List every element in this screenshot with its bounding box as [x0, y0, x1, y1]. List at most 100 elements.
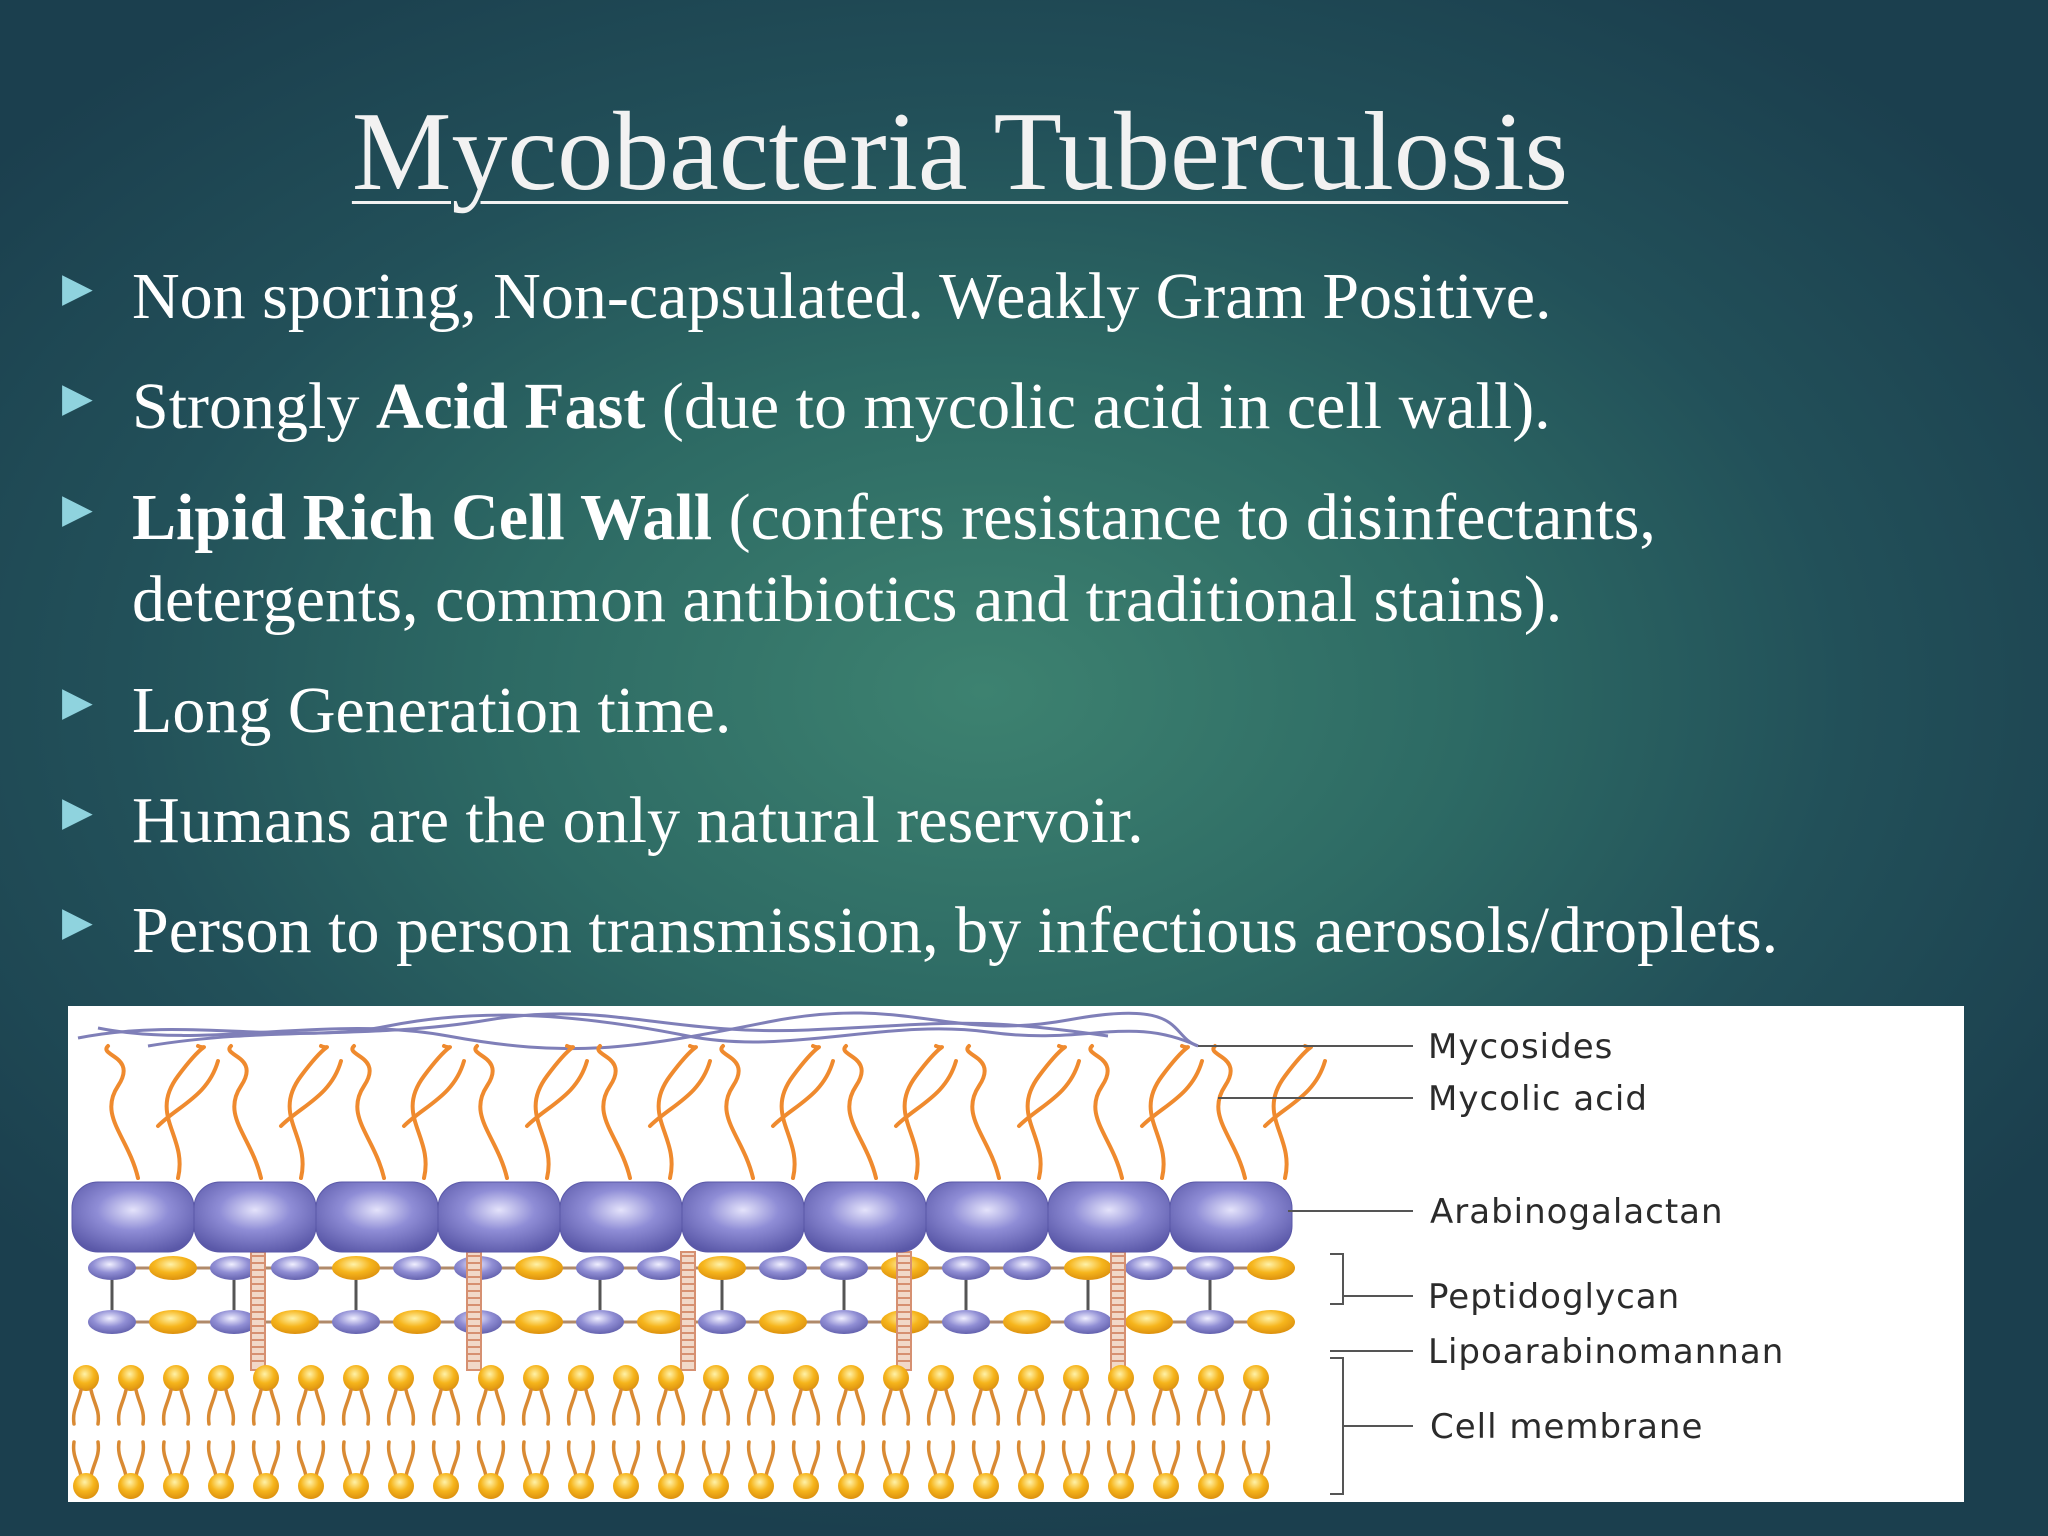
- membrane-tail-top: [701, 1388, 731, 1426]
- membrane-tail-bottom: [791, 1440, 821, 1478]
- bullet-text: Humans are the only natural reservoir.: [132, 784, 1144, 857]
- membrane-tail-bottom: [1106, 1440, 1136, 1478]
- membrane-tail-top: [341, 1388, 371, 1426]
- membrane-head-top: [883, 1365, 909, 1391]
- membrane-tail-bottom: [161, 1440, 191, 1478]
- membrane-head-top: [388, 1365, 414, 1391]
- bullet-text: Non sporing, Non-capsulated. Weakly Gram…: [132, 260, 1552, 333]
- membrane-head-top: [478, 1365, 504, 1391]
- membrane-tail-bottom: [476, 1440, 506, 1478]
- peptidoglycan-bead: [1003, 1256, 1051, 1280]
- peptidoglycan-bead: [820, 1310, 868, 1334]
- label-mycolic-acid: Mycolic acid: [1428, 1079, 1648, 1119]
- mycolic-acid-strand: [842, 1044, 878, 1180]
- membrane-head-top: [118, 1365, 144, 1391]
- peptidoglycan-bead: [210, 1310, 258, 1334]
- cell-membrane-layer: [71, 1365, 1271, 1499]
- mycolic-acid-strand: [164, 1044, 206, 1180]
- membrane-head-bottom: [793, 1473, 819, 1499]
- membrane-tail-bottom: [296, 1440, 326, 1478]
- peptidoglycan-bead: [515, 1256, 563, 1280]
- membrane-tail-top: [1061, 1388, 1091, 1426]
- membrane-tail-top: [971, 1388, 1001, 1426]
- membrane-head-top: [973, 1365, 999, 1391]
- bullet-text: Person to person transmission, by infect…: [132, 894, 1779, 967]
- membrane-tail-top: [476, 1388, 506, 1426]
- membrane-tail-top: [746, 1388, 776, 1426]
- membrane-tail-top: [161, 1388, 191, 1426]
- mycolic-acid-strand: [894, 1059, 958, 1128]
- arabinogalactan-block: [315, 1181, 439, 1253]
- membrane-tail-top: [836, 1388, 866, 1426]
- peptidoglycan-bead: [1186, 1310, 1234, 1334]
- membrane-head-top: [928, 1365, 954, 1391]
- membrane-tail-bottom: [836, 1440, 866, 1478]
- cell-wall-diagram: Mycosides Mycolic acid Arabinogalactan P…: [68, 1006, 1964, 1502]
- peptidoglycan-bead: [698, 1310, 746, 1334]
- membrane-head-top: [793, 1365, 819, 1391]
- arabinogalactan-block: [71, 1181, 195, 1253]
- peptidoglycan-bead: [1125, 1256, 1173, 1280]
- membrane-tail-bottom: [1241, 1440, 1271, 1478]
- membrane-head-top: [1243, 1365, 1269, 1391]
- membrane-head-top: [253, 1365, 279, 1391]
- membrane-tail-top: [1106, 1388, 1136, 1426]
- membrane-head-top: [343, 1365, 369, 1391]
- peptidoglycan-bead: [759, 1310, 807, 1334]
- bullet-text: Strongly Acid Fast (due to mycolic acid …: [132, 370, 1551, 443]
- membrane-tail-bottom: [701, 1440, 731, 1478]
- lipoarabinomannan-layer: [250, 1251, 1126, 1371]
- membrane-head-top: [838, 1365, 864, 1391]
- peptidoglycan-bead: [88, 1256, 136, 1280]
- membrane-tail-top: [926, 1388, 956, 1426]
- mycolic-acid-strand: [287, 1044, 329, 1180]
- mycolic-acid-strand: [1088, 1044, 1124, 1180]
- mycolic-acid-strand: [350, 1044, 386, 1180]
- membrane-tail-top: [881, 1388, 911, 1426]
- membrane-head-bottom: [1243, 1473, 1269, 1499]
- membrane-tail-top: [566, 1388, 596, 1426]
- label-peptidoglycan: Peptidoglycan: [1428, 1277, 1680, 1317]
- label-cell-membrane: Cell membrane: [1430, 1407, 1703, 1447]
- mycolic-acid-strand: [719, 1044, 755, 1180]
- arabinogalactan-block: [437, 1181, 561, 1253]
- mycolic-acid-strand: [525, 1059, 589, 1128]
- triangle-right-icon: ▶: [62, 899, 93, 945]
- membrane-tail-top: [1241, 1388, 1271, 1426]
- membrane-head-top: [433, 1365, 459, 1391]
- membrane-tail-bottom: [341, 1440, 371, 1478]
- membrane-head-top: [1198, 1365, 1224, 1391]
- membrane-head-bottom: [433, 1473, 459, 1499]
- membrane-head-top: [568, 1365, 594, 1391]
- label-arabinogalactan: Arabinogalactan: [1430, 1192, 1724, 1232]
- bullet-text: Lipid Rich Cell Wall (confers resistance…: [132, 481, 1656, 636]
- peptidoglycan-bead: [698, 1256, 746, 1280]
- triangle-right-icon: ▶: [62, 789, 93, 835]
- membrane-tail-top: [1151, 1388, 1181, 1426]
- arabinogalactan-layer: [71, 1181, 1293, 1253]
- membrane-head-bottom: [1018, 1473, 1044, 1499]
- mycolic-acid-strand: [648, 1059, 712, 1128]
- membrane-tail-top: [1196, 1388, 1226, 1426]
- membrane-tail-bottom: [656, 1440, 686, 1478]
- mycosides-layer: [77, 1011, 1199, 1051]
- peptidoglycan-bead: [1247, 1310, 1295, 1334]
- bullet-list: ▶ Non sporing, Non-capsulated. Weakly Gr…: [62, 260, 1779, 967]
- peptidoglycan-bead: [1186, 1256, 1234, 1280]
- peptidoglycan-bead: [1003, 1310, 1051, 1334]
- mycolic-acid-strand: [473, 1044, 509, 1180]
- membrane-head-bottom: [568, 1473, 594, 1499]
- membrane-head-bottom: [1198, 1473, 1224, 1499]
- leader-lines: [1198, 1045, 1413, 1495]
- arabinogalactan-block: [193, 1181, 317, 1253]
- membrane-head-bottom: [613, 1473, 639, 1499]
- mycolic-acid-strand: [533, 1044, 575, 1180]
- membrane-tail-bottom: [926, 1440, 956, 1478]
- peptidoglycan-bead: [149, 1310, 197, 1334]
- membrane-tail-bottom: [116, 1440, 146, 1478]
- triangle-right-icon: ▶: [62, 486, 93, 532]
- triangle-right-icon: ▶: [62, 679, 93, 725]
- membrane-tail-bottom: [1151, 1440, 1181, 1478]
- membrane-head-top: [1063, 1365, 1089, 1391]
- membrane-head-bottom: [388, 1473, 414, 1499]
